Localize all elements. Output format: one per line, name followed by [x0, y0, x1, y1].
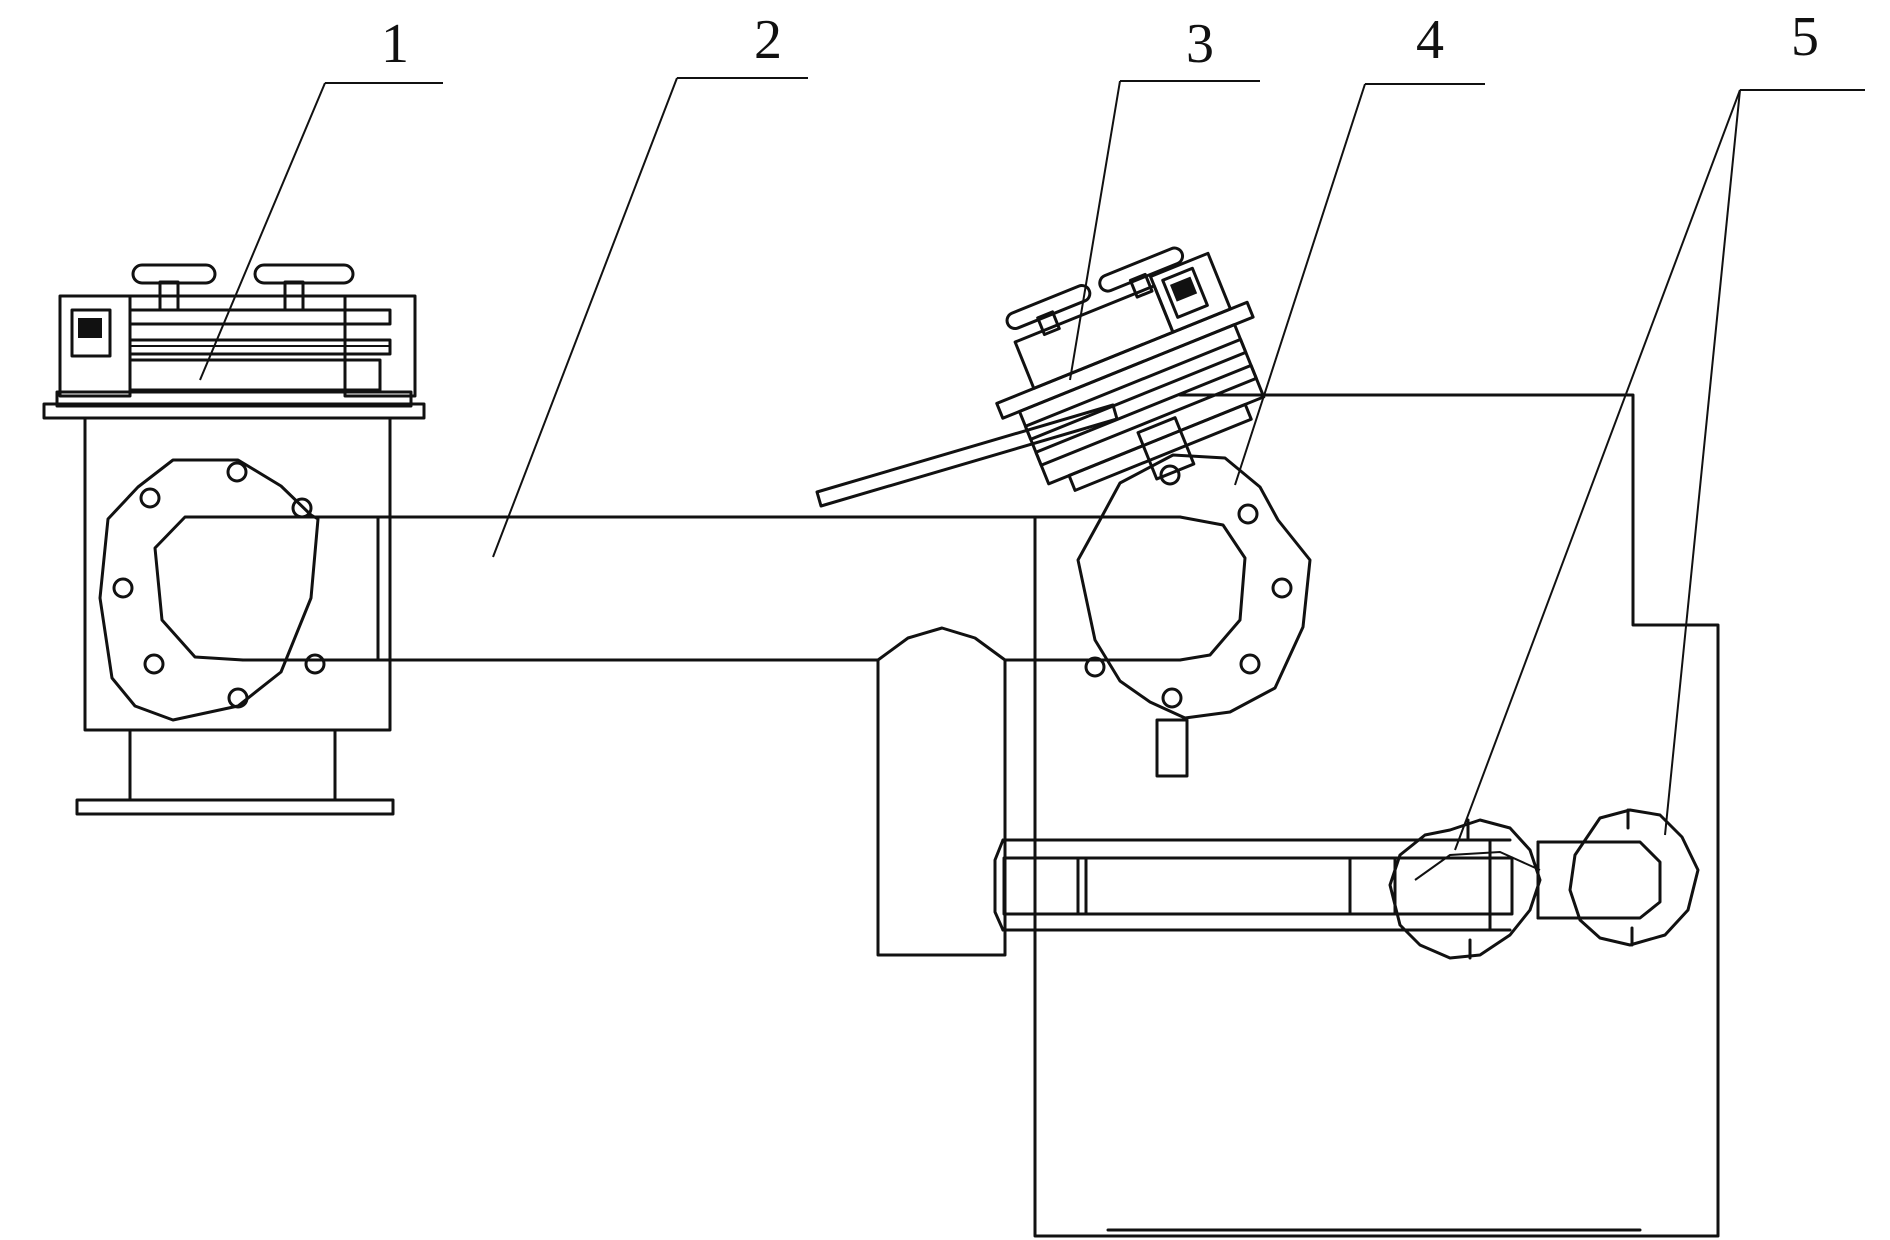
left-flange	[98, 458, 326, 722]
callout-3: 3	[1186, 13, 1214, 75]
callout-labels: 1 2 3 4 5	[381, 6, 1819, 75]
right-frame	[1033, 393, 1720, 1238]
right-valve-handle	[815, 403, 1119, 508]
middle-clamp	[1388, 818, 1542, 960]
end-clamp	[1536, 808, 1700, 947]
main-duct	[241, 515, 1182, 662]
callout-1: 1	[381, 13, 409, 75]
horizontal-pipe	[993, 838, 1514, 932]
right-flange	[1076, 453, 1312, 778]
leader-lines	[199, 77, 1865, 851]
right-valve-assembly	[995, 246, 1266, 492]
callout-5: 5	[1791, 6, 1819, 68]
left-valve-assembly	[42, 263, 426, 420]
callout-4: 4	[1416, 9, 1444, 71]
branch-box	[876, 626, 1007, 957]
left-housing	[75, 416, 395, 816]
callout-2: 2	[754, 9, 782, 71]
